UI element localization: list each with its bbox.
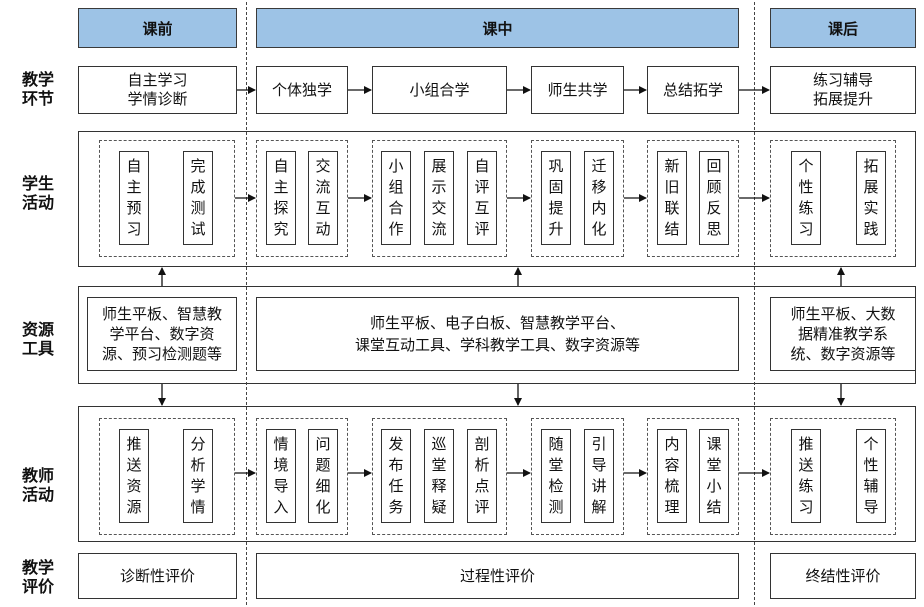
resources-in-class: 师生平板、电子白板、智慧教学平台、 课堂互动工具、学科教学工具、数字资源等 bbox=[256, 297, 739, 371]
student-item-self-peer-eval: 自评互评 bbox=[467, 151, 497, 245]
teacher-item-in-class-test: 随堂检测 bbox=[541, 429, 571, 523]
stage-summary-extension: 总结拓学 bbox=[647, 66, 739, 114]
teacher-item-analyze-comment: 剖析点评 bbox=[467, 429, 497, 523]
student-item-personal-practice: 个性练习 bbox=[791, 151, 821, 245]
phase-header-post-class: 课后 bbox=[770, 8, 916, 48]
student-item-complete-test: 完成测试 bbox=[183, 151, 213, 245]
evaluation-process: 过程性评价 bbox=[256, 553, 739, 599]
stage-pre-class: 自主学习 学情诊断 bbox=[78, 66, 237, 114]
student-item-self-preview: 自主预习 bbox=[119, 151, 149, 245]
teacher-item-push-resources: 推送资源 bbox=[119, 429, 149, 523]
teacher-item-push-exercises: 推送练习 bbox=[791, 429, 821, 523]
row-label-teacher-activity: 教师 活动 bbox=[21, 466, 54, 504]
phase-header-pre-class: 课前 bbox=[78, 8, 237, 48]
evaluation-diagnostic: 诊断性评价 bbox=[78, 553, 237, 599]
student-item-extended-practice: 拓展实践 bbox=[856, 151, 886, 245]
teacher-item-personal-tutoring: 个性辅导 bbox=[856, 429, 886, 523]
phase-header-in-class: 课中 bbox=[256, 8, 739, 48]
student-item-self-explore: 自主探究 bbox=[266, 151, 296, 245]
phase-divider-right bbox=[754, 2, 755, 605]
stage-group-study: 小组合学 bbox=[372, 66, 507, 114]
teacher-item-context-intro: 情境导入 bbox=[266, 429, 296, 523]
row-label-resources-tools: 资源 工具 bbox=[21, 320, 54, 358]
stage-teacher-student-study: 师生共学 bbox=[531, 66, 624, 114]
teacher-item-analyze-learning: 分析学情 bbox=[183, 429, 213, 523]
row-label-evaluation: 教学 评价 bbox=[21, 558, 54, 596]
teacher-item-class-summary: 课堂小结 bbox=[699, 429, 729, 523]
row-label-teaching-stage: 教学 环节 bbox=[21, 70, 54, 108]
teacher-item-patrol-explain: 巡堂释疑 bbox=[424, 429, 454, 523]
stage-individual-study: 个体独学 bbox=[256, 66, 348, 114]
teacher-item-content-review: 内容梳理 bbox=[657, 429, 687, 523]
student-item-group-cooperation: 小组合作 bbox=[381, 151, 411, 245]
evaluation-summative: 终结性评价 bbox=[770, 553, 916, 599]
resources-pre-class: 师生平板、智慧教 学平台、数字资 源、预习检测题等 bbox=[87, 297, 237, 371]
row-label-student-activity: 学生 活动 bbox=[21, 174, 54, 212]
student-item-consolidate: 巩固提升 bbox=[541, 151, 571, 245]
teacher-item-publish-task: 发布任务 bbox=[381, 429, 411, 523]
student-item-transfer-internalize: 迁移内化 bbox=[584, 151, 614, 245]
teacher-item-guided-explain: 引导讲解 bbox=[584, 429, 614, 523]
student-item-show-exchange: 展示交流 bbox=[424, 151, 454, 245]
student-item-exchange-interact: 交流互动 bbox=[308, 151, 338, 245]
phase-divider-left bbox=[246, 2, 247, 605]
student-item-review-reflect: 回顾反思 bbox=[699, 151, 729, 245]
stage-post-class: 练习辅导 拓展提升 bbox=[770, 66, 916, 114]
resources-post-class: 师生平板、大数 据精准教学系 统、数字资源等 bbox=[770, 297, 916, 371]
teacher-item-refine-question: 问题细化 bbox=[308, 429, 338, 523]
student-item-link-old-new: 新旧联结 bbox=[657, 151, 687, 245]
